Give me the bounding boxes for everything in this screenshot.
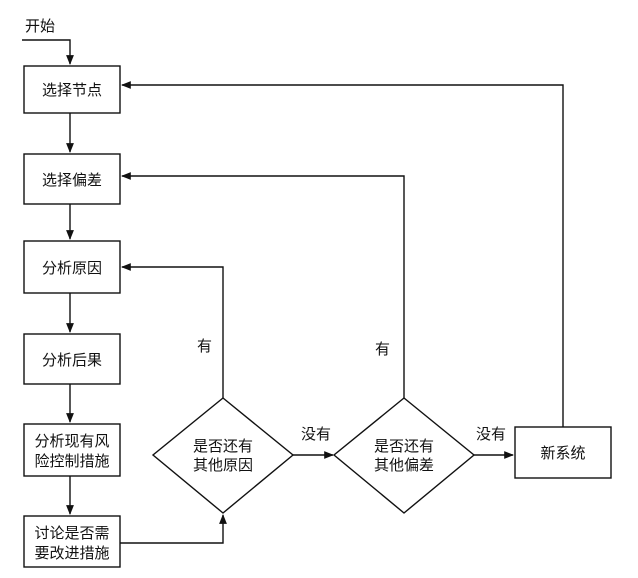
box-analyze-consequence (23, 333, 121, 385)
label-analyze-cause: 分析原因 (42, 259, 102, 277)
label-select-node: 选择节点 (42, 81, 102, 99)
label-other-causes-line2: 其他原因 (193, 456, 253, 474)
edge-label-yes-deviation: 有 (375, 340, 390, 358)
box-analyze-controls (23, 423, 121, 477)
edge-yes-back-to-cause (121, 263, 224, 398)
edge-label-no-deviation: 没有 (476, 425, 506, 443)
label-discuss-measures-line2: 要改进措施 (34, 544, 109, 562)
label-discuss-measures-line1: 讨论是否需 (34, 524, 109, 542)
label-select-deviation: 选择偏差 (42, 171, 102, 189)
diamond-other-causes (151, 397, 295, 514)
edge-start-to-select-node (22, 39, 74, 65)
box-select-deviation (23, 153, 121, 205)
edge-new-system-to-select-node (121, 81, 564, 427)
start-label: 开始 (25, 17, 55, 35)
diamond-other-deviations (332, 397, 476, 514)
box-discuss-measures (23, 515, 121, 568)
label-other-deviations-line2: 其他偏差 (374, 456, 434, 474)
connectors (22, 39, 564, 544)
box-analyze-cause (23, 240, 121, 294)
edge-label-no-cause: 没有 (301, 425, 331, 443)
box-select-node (23, 65, 121, 114)
label-new-system: 新系统 (540, 444, 585, 462)
label-other-causes-line1: 是否还有 (193, 437, 253, 455)
label-other-deviations-line1: 是否还有 (374, 437, 434, 455)
edge-label-yes-cause: 有 (197, 337, 212, 355)
process-boxes (23, 65, 612, 568)
edge-yes-back-to-deviation (121, 172, 405, 398)
edge-discuss-to-cause-decision (120, 514, 227, 544)
label-analyze-controls-line2: 险控制措施 (34, 452, 109, 470)
label-analyze-controls-line1: 分析现有风 (34, 432, 109, 450)
label-analyze-consequence: 分析后果 (42, 351, 102, 369)
decision-diamonds (151, 397, 476, 514)
box-new-system (514, 426, 612, 479)
